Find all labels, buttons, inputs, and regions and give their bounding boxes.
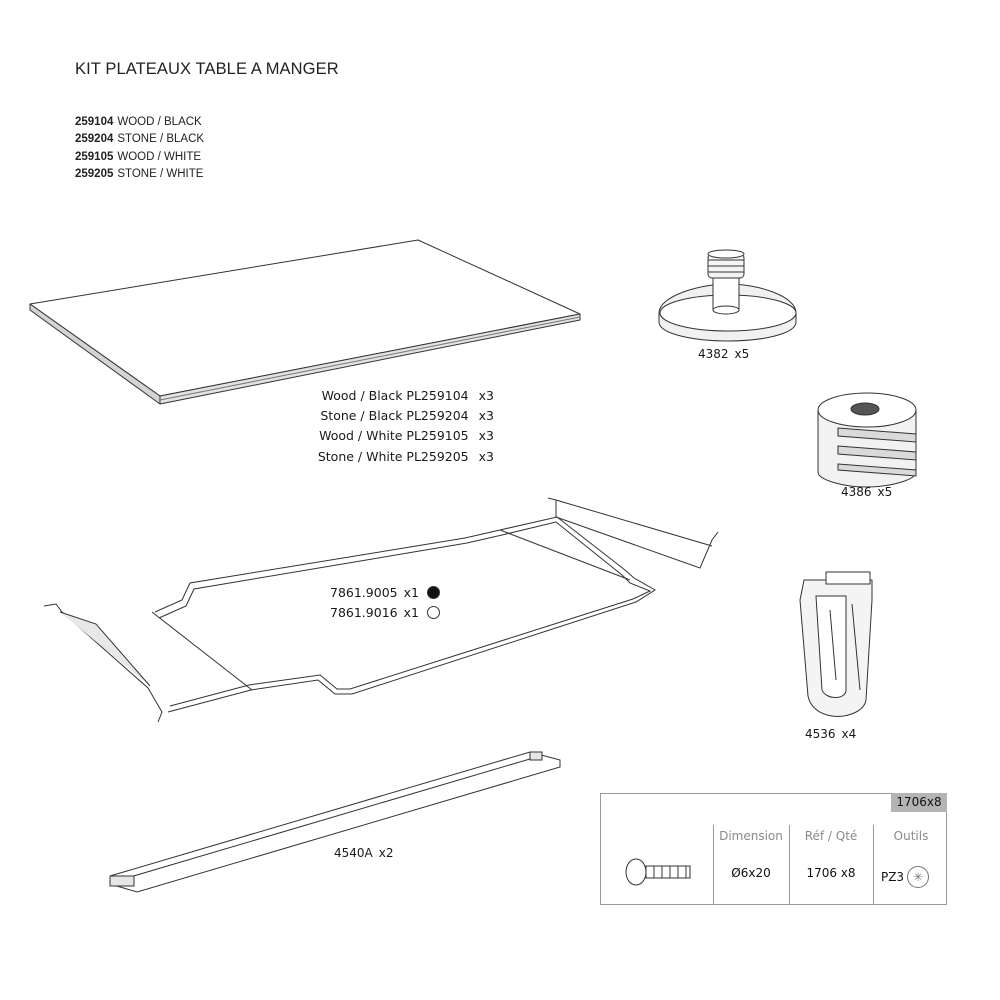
clip-part: [799, 571, 873, 717]
ref-qty-value: 1706 x8: [806, 866, 856, 880]
hardware-table: 1706x8 Dimension Réf / Qté Outils Ø6x20 …: [600, 793, 947, 905]
hardware-tag: 1706x8: [891, 793, 947, 812]
bar-part: [109, 751, 561, 893]
tool-value: PZ3 ✳: [875, 866, 935, 888]
table-top-panel: [29, 239, 581, 405]
connector-part: [817, 392, 917, 488]
ref-qty-header: Réf / Qté: [804, 829, 858, 843]
screw-icon: [625, 858, 691, 886]
pozidriv-icon: ✳: [907, 866, 930, 888]
tools-header: Outils: [893, 829, 929, 843]
dimension-header: Dimension: [719, 829, 783, 843]
white-swatch: [426, 605, 440, 619]
wire-frame-part: [43, 497, 719, 723]
black-swatch: [426, 586, 440, 600]
levelling-foot-part: [658, 249, 797, 342]
dimension-value: Ø6x20: [731, 866, 771, 880]
page-title: KIT PLATEAUX TABLE A MANGER: [75, 60, 339, 78]
